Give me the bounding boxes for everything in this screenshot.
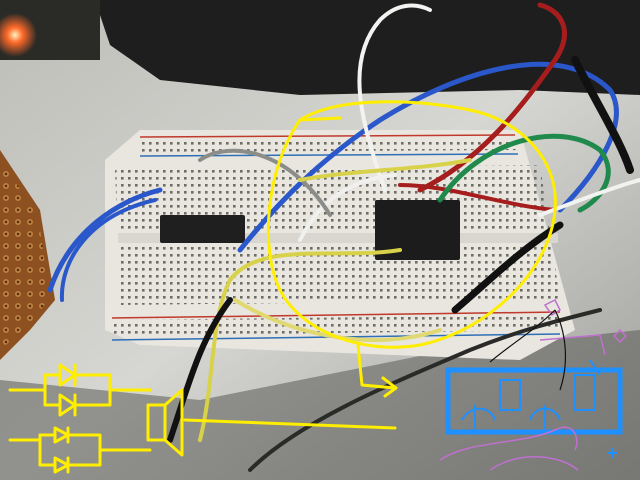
ic-chip-right [375, 200, 460, 260]
wire-black-2 [451, 221, 564, 314]
sketch-wires-pink [439, 298, 628, 471]
sketch-wires-black [489, 309, 567, 391]
wire-blue-left [59, 198, 157, 302]
dark-device-top [95, 0, 640, 95]
wire-red-2 [398, 183, 557, 212]
power-led-glow [0, 13, 37, 57]
sketch-speaker [146, 388, 184, 457]
wire-yellow-1 [198, 248, 402, 442]
sketch-diode-network [8, 363, 152, 474]
sketch-gates-teal [461, 359, 601, 430]
arrow-line [356, 343, 397, 390]
wire-white-mid [298, 173, 397, 242]
lasso-circle [266, 100, 557, 349]
wire-dark-bottom [248, 308, 602, 472]
wire-yellow-2 [298, 158, 472, 182]
wire-gray [198, 148, 332, 217]
ic-chip-left [160, 215, 245, 243]
wire-black-1 [167, 297, 233, 443]
wire-black-3 [571, 56, 634, 174]
wire-white-right [538, 178, 640, 217]
blue-annotation-box [439, 298, 628, 471]
breadboard [105, 130, 575, 360]
wire-line [183, 418, 397, 430]
arrow-head [381, 376, 398, 398]
plus-sign [608, 448, 618, 458]
yellow-annotations [8, 100, 557, 474]
wire-white-top [357, 3, 432, 192]
